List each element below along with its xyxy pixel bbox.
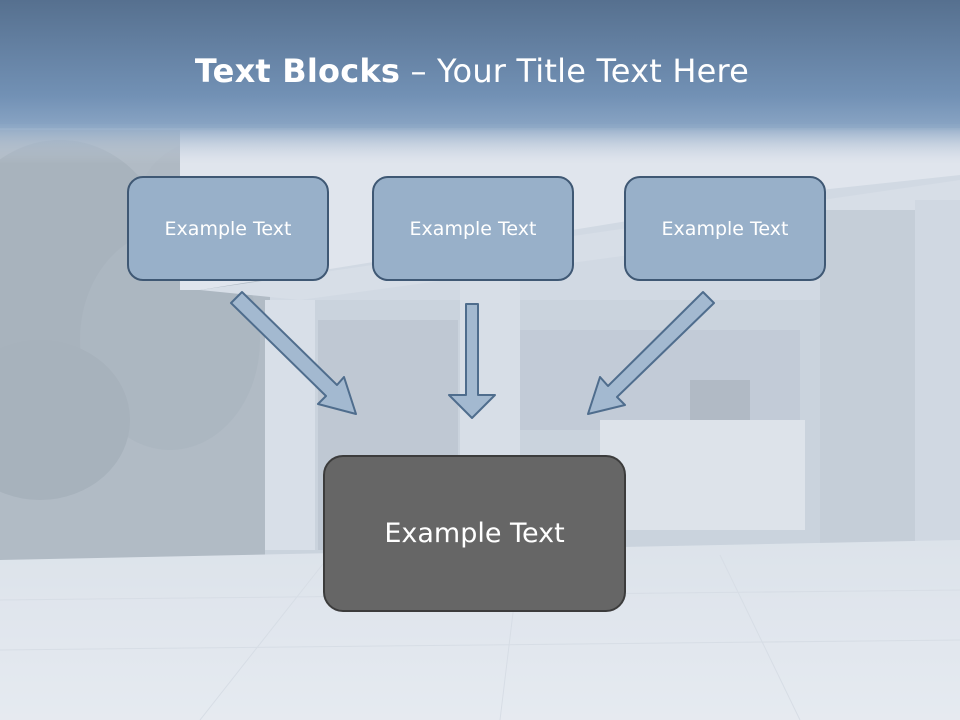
arrow-left-icon (230, 291, 357, 415)
arrow-right-icon (587, 291, 715, 415)
text-block-left-label: Example Text (164, 217, 292, 240)
text-block-center-label: Example Text (409, 217, 537, 240)
text-block-center[interactable]: Example Text (372, 176, 574, 281)
text-block-right[interactable]: Example Text (624, 176, 826, 281)
title-rest: – Your Title Text Here (400, 52, 750, 90)
text-block-bottom-label: Example Text (384, 518, 565, 549)
arrow-center-icon (448, 303, 496, 419)
text-block-bottom[interactable]: Example Text (323, 455, 626, 612)
text-block-left[interactable]: Example Text (127, 176, 329, 281)
text-block-right-label: Example Text (661, 217, 789, 240)
slide-title: Text Blocks – Your Title Text Here (0, 52, 944, 90)
title-bold: Text Blocks (194, 52, 401, 90)
